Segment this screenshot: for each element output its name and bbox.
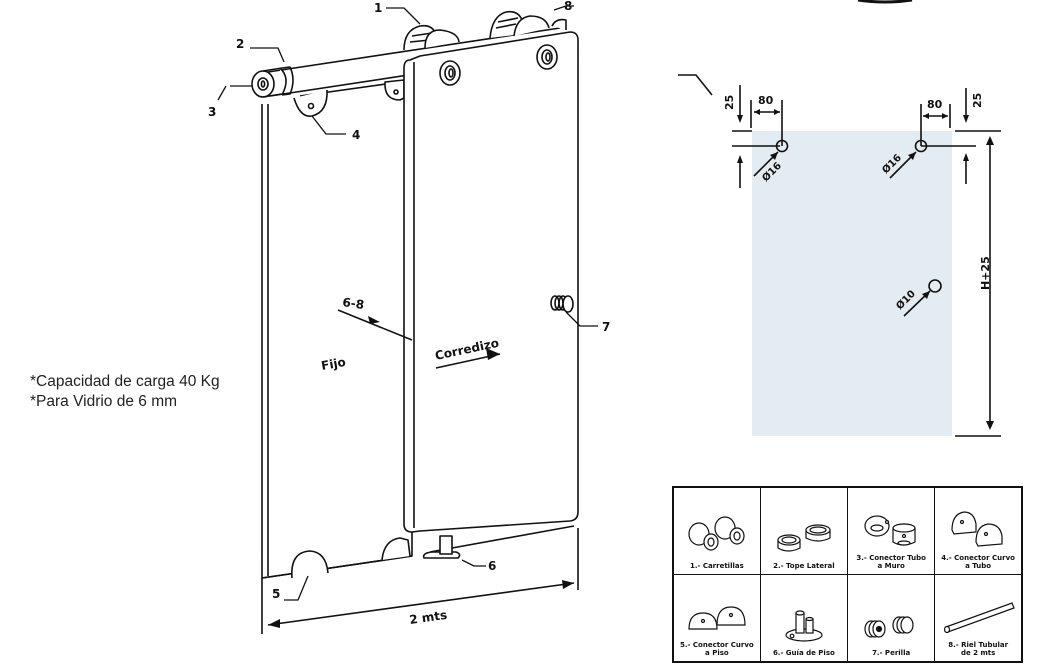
part-label: 5.- Conector Curvo a Piso xyxy=(680,641,754,657)
carriage-wheels-icon xyxy=(688,516,745,551)
fixed-glass-panel xyxy=(261,90,413,579)
width-label: 2 mts xyxy=(408,608,448,627)
tube-wall-connector xyxy=(251,67,283,98)
curved-tube-connector-icon xyxy=(951,511,1003,547)
part-cell: 5.- Conector Curvo a Piso xyxy=(672,574,761,663)
arrowheads xyxy=(268,316,574,628)
specifications-notes: *Capacidad de carga 40 Kg *Para Vidrio d… xyxy=(30,372,220,412)
corner-mark xyxy=(678,74,713,96)
floor-guide xyxy=(422,535,461,559)
tubular-rail-icon xyxy=(944,602,1015,634)
callout-3: 3 xyxy=(208,105,216,119)
glass-thickness-note: *Para Vidrio de 6 mm xyxy=(30,393,178,410)
callout-6: 6 xyxy=(488,559,496,573)
callout-1: 1 xyxy=(374,1,382,15)
height-label: H+25 xyxy=(979,256,992,290)
part-cell: 3.- Conector Tubo a Muro xyxy=(846,486,936,575)
left-hole xyxy=(775,139,789,153)
right-side-offset-label: 80 xyxy=(927,98,943,111)
tube-wall-connector-icon xyxy=(864,515,916,546)
floor-guide-icon xyxy=(785,610,823,642)
side-stop xyxy=(279,66,294,96)
mount-bolt xyxy=(439,44,558,86)
left-side-offset-label: 80 xyxy=(758,94,774,107)
parts-table: 1.- Carretillas 2.- Tope Lateral 3.- Con… xyxy=(672,486,1023,663)
drilling-template-diagram: 25 80 80 25 Ø16 Ø16 Ø10 H+25 xyxy=(678,74,1001,437)
left-top-offset-label: 25 xyxy=(723,95,736,110)
callout-4: 4 xyxy=(352,128,360,142)
part-label: 3.- Conector Tubo a Muro xyxy=(856,554,926,570)
part-cell: 8.- Riel Tubular de 2 mts xyxy=(934,574,1023,663)
part-cell: 6.- Guía de Piso xyxy=(759,574,849,663)
sliding-door-diagram: 1 2 3 4 5 6 7 8 Fijo Corredizo 6-8 2 mts xyxy=(208,0,610,634)
gap-leader xyxy=(337,309,413,341)
part-label: 4.- Conector Curvo a Tubo xyxy=(941,554,1015,570)
callout-8: 8 xyxy=(564,0,572,13)
part-cell: 4.- Conector Curvo a Tubo xyxy=(934,486,1023,575)
curved-floor-connector-icon xyxy=(688,606,746,630)
knob xyxy=(550,295,574,313)
part-cell: 1.- Carretillas xyxy=(672,486,761,575)
load-capacity-note: *Capacidad de carga 40 Kg xyxy=(30,373,220,390)
callout-5: 5 xyxy=(272,587,280,601)
part-cell: 2.- Tope Lateral xyxy=(759,486,849,575)
side-stop-icon xyxy=(777,524,831,552)
part-cell: 7.- Perilla xyxy=(846,574,936,663)
callout-2: 2 xyxy=(236,37,244,51)
part-label: 7.- Perilla xyxy=(872,649,911,657)
curved-tube-connector xyxy=(293,79,405,117)
part-label: 2.- Tope Lateral xyxy=(773,562,835,570)
knob-hole xyxy=(928,279,942,293)
knob-icon xyxy=(864,616,914,638)
floor-line xyxy=(429,525,575,553)
gap-label: 6-8 xyxy=(342,295,365,312)
floor-line xyxy=(261,555,413,579)
decorative-curve xyxy=(857,0,913,4)
carriage-wheels xyxy=(403,10,567,51)
sliding-glass-panel xyxy=(403,31,579,533)
part-label: 1.- Carretillas xyxy=(689,562,744,570)
fixed-panel-label: Fijo xyxy=(320,355,347,373)
callout-7: 7 xyxy=(602,320,610,334)
callout-leaders xyxy=(217,5,598,601)
width-dimension xyxy=(261,528,579,634)
part-label: 8.- Riel Tubular de 2 mts xyxy=(948,641,1009,657)
part-label: 6.- Guía de Piso xyxy=(772,649,835,657)
curved-floor-connector xyxy=(291,537,411,579)
right-hole xyxy=(914,139,928,153)
glass-panel-area xyxy=(752,131,952,436)
right-top-offset-label: 25 xyxy=(971,93,984,108)
